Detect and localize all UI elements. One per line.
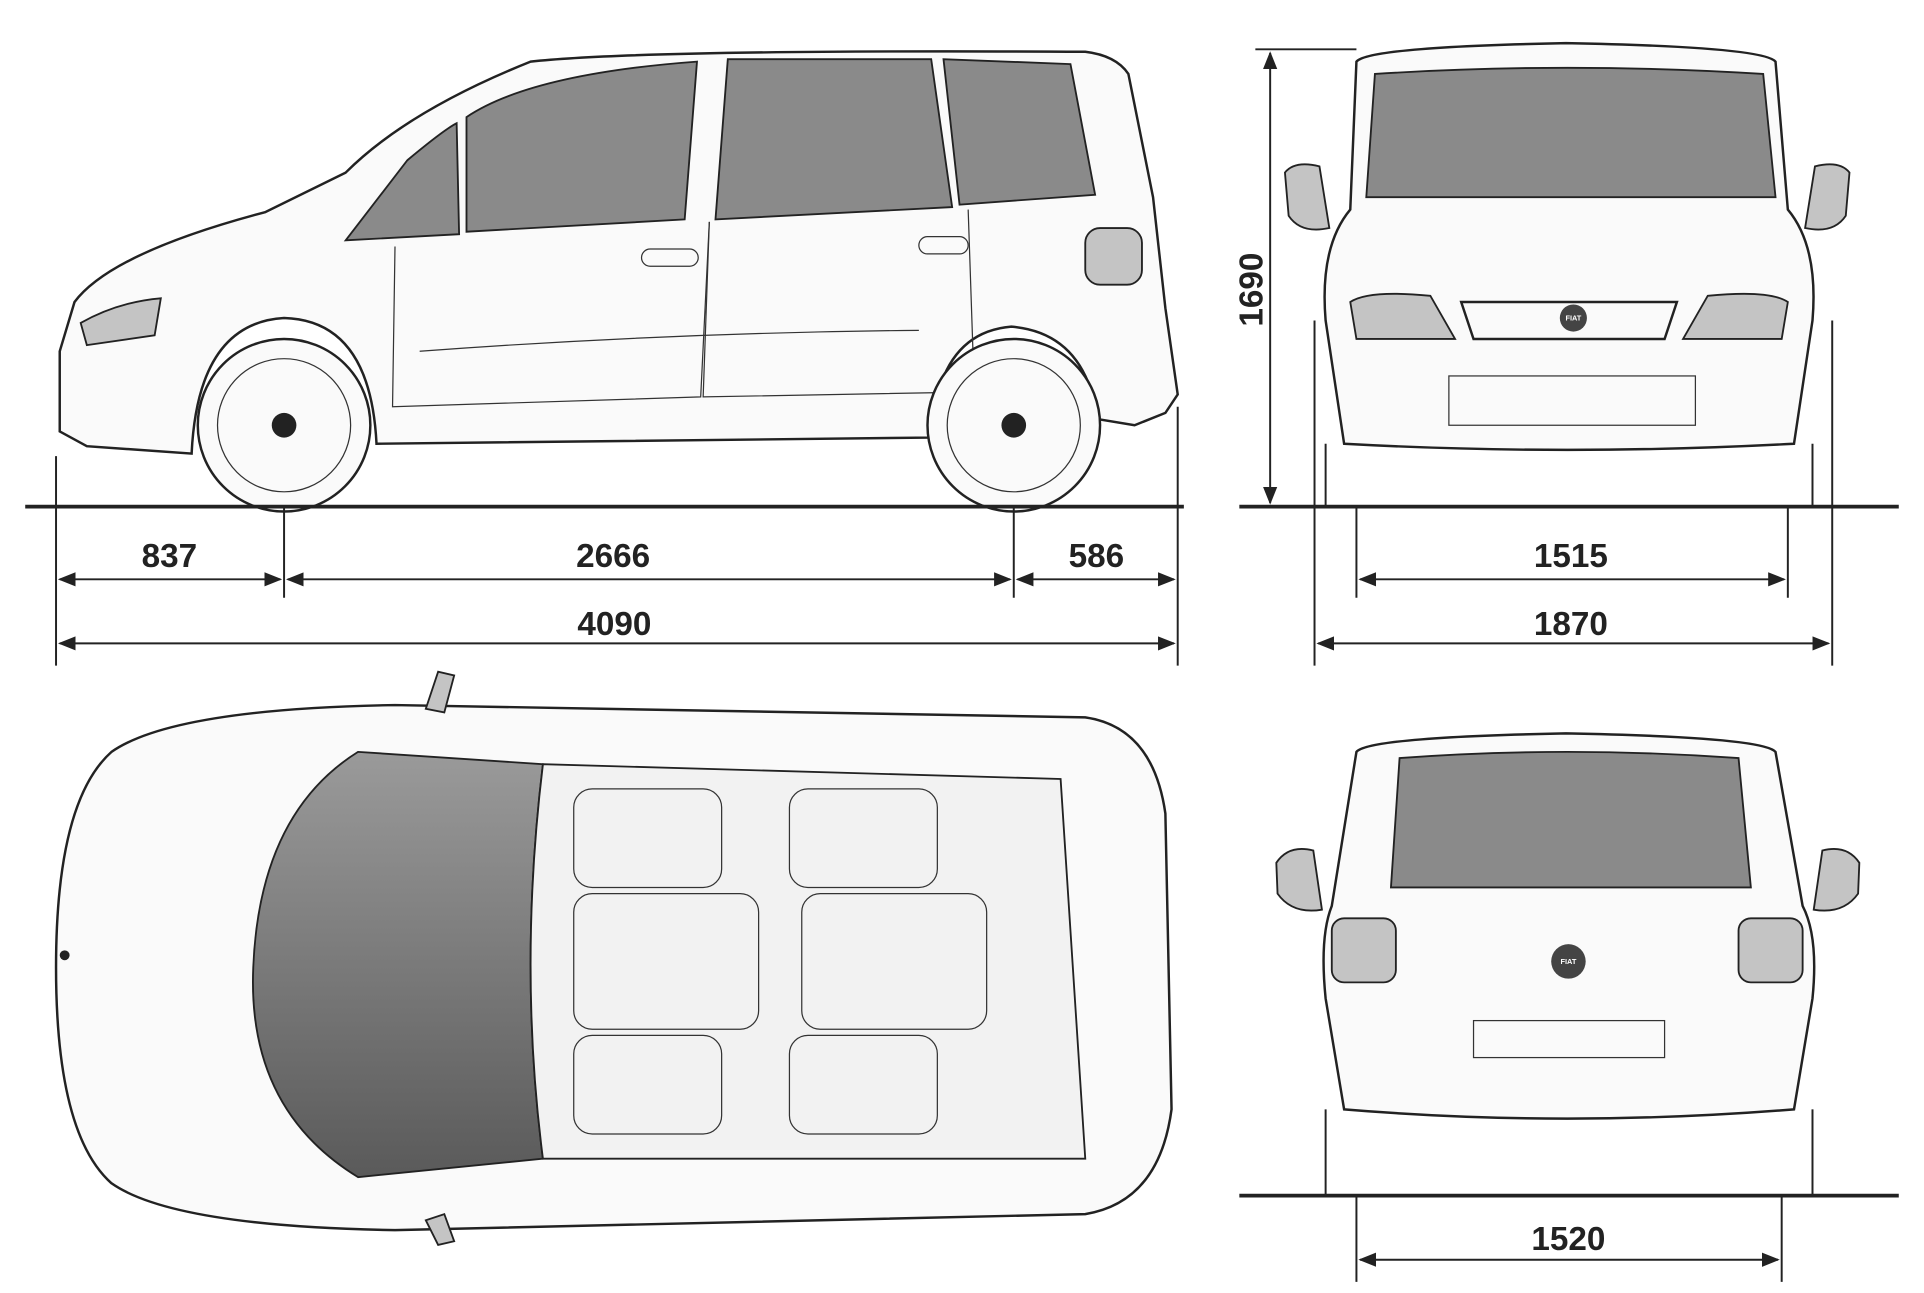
side-front-window <box>465 60 698 233</box>
overall-length-label: 4090 <box>577 606 651 643</box>
rear-licence-plate <box>1472 1019 1666 1059</box>
side-rear-door-line <box>702 209 975 398</box>
front-lower-intake <box>1448 375 1697 426</box>
top-windshield <box>252 750 544 1179</box>
rear-taillight-left <box>1330 917 1397 984</box>
rear-window <box>1389 750 1752 889</box>
side-taillight <box>1084 227 1143 286</box>
side-middle-window <box>714 58 954 221</box>
rear-taillight-right <box>1737 917 1804 984</box>
side-rear-door-handle <box>918 236 969 255</box>
rear-mirror-right <box>1812 848 1861 912</box>
top-view <box>54 670 1173 1246</box>
front-badge-text: FIAT <box>1565 313 1581 322</box>
rear-track-label: 1520 <box>1531 1221 1605 1258</box>
top-seats <box>573 788 988 1135</box>
rear-view: FIAT 1520 <box>1239 732 1899 1282</box>
side-rear-wheel <box>926 337 1102 513</box>
front-headlight-left <box>1349 292 1457 340</box>
top-mirror-left <box>424 670 456 714</box>
side-front-door-handle <box>640 248 699 267</box>
side-front-door-line <box>391 221 710 408</box>
top-front-badge <box>59 950 70 961</box>
height-label: 1690 <box>1234 253 1271 327</box>
side-front-wheel <box>196 337 372 513</box>
rear-badge-text: FIAT <box>1561 957 1577 966</box>
front-track-label: 1515 <box>1534 538 1608 575</box>
wheelbase-label: 2666 <box>576 538 650 575</box>
side-body-crease <box>419 329 919 352</box>
front-badge <box>1559 304 1587 332</box>
top-glass-roof <box>529 763 1087 1160</box>
side-view: 837 2666 586 4090 <box>25 50 1184 666</box>
side-windshield <box>343 121 461 242</box>
front-mirror-left <box>1283 163 1331 231</box>
front-windshield <box>1365 66 1777 199</box>
rear-badge <box>1551 944 1586 979</box>
overall-width-label: 1870 <box>1534 606 1608 643</box>
front-mirror-right <box>1804 163 1851 231</box>
front-overhang-label: 837 <box>142 538 198 575</box>
rear-mirror-left <box>1275 848 1323 912</box>
side-headlight <box>79 297 162 347</box>
front-headlight-right <box>1681 292 1789 340</box>
top-mirror-right <box>424 1212 456 1246</box>
side-rear-window <box>942 58 1097 206</box>
rear-overhang-label: 586 <box>1069 538 1125 575</box>
front-view: FIAT 1690 1515 1870 <box>1234 41 1899 666</box>
